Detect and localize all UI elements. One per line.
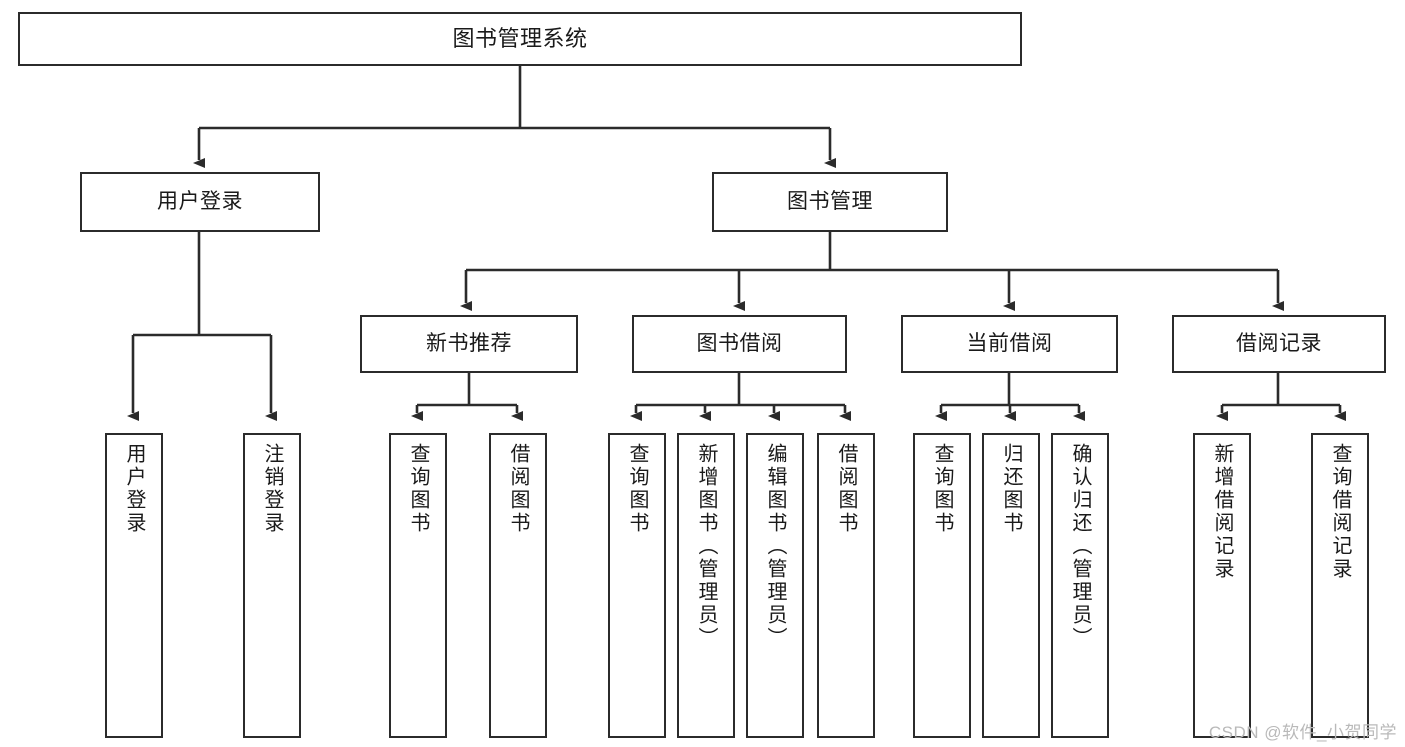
node-leaf-add-book[interactable]: 新增图书（管理员）: [677, 433, 735, 738]
node-leaf-query-book-3[interactable]: 查询图书: [913, 433, 971, 738]
node-leaf-user-login-label: 用户登录: [123, 443, 145, 535]
node-leaf-confirm-return[interactable]: 确认归还（管理员）: [1051, 433, 1109, 738]
node-leaf-borrow-book-1-label: 借阅图书: [507, 443, 529, 535]
node-leaf-query-book-2-label: 查询图书: [626, 443, 648, 535]
node-root[interactable]: 图书管理系统: [18, 12, 1022, 66]
watermark-text: CSDN @软件_小贺同学: [1208, 723, 1397, 742]
node-leaf-return-book-label: 归还图书: [1000, 443, 1022, 535]
node-leaf-query-book-1-label: 查询图书: [407, 443, 429, 535]
node-root-label: 图书管理系统: [452, 26, 588, 52]
node-leaf-query-book-1[interactable]: 查询图书: [389, 433, 447, 738]
node-leaf-user-login[interactable]: 用户登录: [105, 433, 163, 738]
node-leaf-add-record-label: 新增借阅记录: [1211, 443, 1233, 581]
node-leaf-user-logout-label: 注销登录: [261, 443, 283, 535]
node-leaf-edit-book[interactable]: 编辑图书（管理员）: [746, 433, 804, 738]
node-current-borrow[interactable]: 当前借阅: [901, 315, 1118, 373]
node-leaf-query-book-2[interactable]: 查询图书: [608, 433, 666, 738]
node-current-borrow-label: 当前借阅: [966, 331, 1053, 355]
node-new-book-recommend-label: 新书推荐: [426, 331, 512, 355]
node-leaf-user-logout[interactable]: 注销登录: [243, 433, 301, 738]
node-book-manage-label: 图书管理: [787, 189, 873, 213]
node-leaf-add-book-label: 新增图书（管理员）: [695, 443, 717, 650]
node-book-borrow[interactable]: 图书借阅: [632, 315, 847, 373]
node-book-manage[interactable]: 图书管理: [712, 172, 948, 232]
node-user-login-label: 用户登录: [157, 189, 243, 213]
node-book-borrow-label: 图书借阅: [696, 331, 783, 355]
node-leaf-return-book[interactable]: 归还图书: [982, 433, 1040, 738]
node-user-login[interactable]: 用户登录: [80, 172, 320, 232]
node-leaf-borrow-book-1[interactable]: 借阅图书: [489, 433, 547, 738]
node-borrow-record[interactable]: 借阅记录: [1172, 315, 1386, 373]
node-leaf-borrow-book-2[interactable]: 借阅图书: [817, 433, 875, 738]
node-leaf-borrow-book-2-label: 借阅图书: [835, 443, 857, 535]
node-leaf-add-record[interactable]: 新增借阅记录: [1193, 433, 1251, 738]
node-leaf-query-book-3-label: 查询图书: [931, 443, 953, 535]
node-borrow-record-label: 借阅记录: [1236, 331, 1322, 355]
node-leaf-confirm-return-label: 确认归还（管理员）: [1069, 443, 1091, 650]
node-leaf-query-record-label: 查询借阅记录: [1329, 443, 1351, 581]
node-new-book-recommend[interactable]: 新书推荐: [360, 315, 578, 373]
node-leaf-query-record[interactable]: 查询借阅记录: [1311, 433, 1369, 738]
node-leaf-edit-book-label: 编辑图书（管理员）: [764, 443, 786, 650]
